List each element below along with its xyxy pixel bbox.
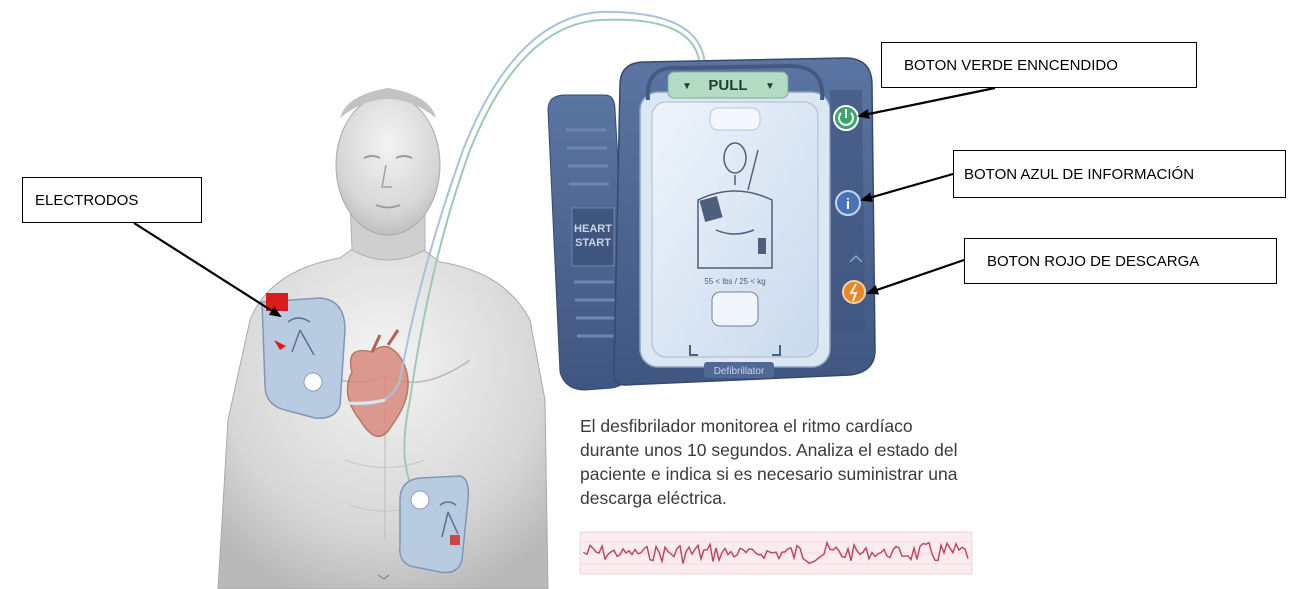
description-text: El desfibrilador monitorea el ritmo card…	[580, 414, 1000, 510]
description-line-3: paciente e indica si es necesario sumini…	[580, 462, 1000, 486]
arrow-info	[862, 174, 953, 200]
power-button[interactable]	[834, 106, 858, 130]
defibrillator: HEART START 55 < lbs / 25 < kg	[548, 58, 875, 390]
description-line-2: durante unos 10 segundos. Analiza el est…	[580, 438, 1000, 462]
info-button[interactable]: i	[836, 191, 860, 215]
arrow-shock	[868, 260, 964, 293]
svg-text:▼: ▼	[765, 81, 775, 92]
pad-caption: 55 < lbs / 25 < kg	[704, 277, 765, 286]
arrow-power	[859, 88, 995, 116]
label-red-button-text: BOTON ROJO DE DESCARGA	[987, 253, 1199, 270]
label-electrodes: ELECTRODOS	[22, 177, 202, 223]
svg-text:▼: ▼	[682, 81, 692, 92]
electrode-pad-lower	[400, 476, 469, 573]
ecg-strip	[580, 532, 972, 574]
arrow-electrodes	[134, 223, 280, 316]
head	[336, 95, 440, 235]
description-line-4: descarga eléctrica.	[580, 486, 1000, 510]
pull-label: PULL	[708, 77, 747, 94]
model-label: Defibrillator	[714, 366, 765, 377]
label-green-button: BOTON VERDE ENNCENDIDO	[881, 42, 1197, 88]
description-line-1: El desfibrilador monitorea el ritmo card…	[580, 414, 1000, 438]
info-icon: i	[846, 196, 850, 213]
label-blue-button-text: BOTON AZUL DE INFORMACIÓN	[964, 166, 1194, 183]
label-green-button-text: BOTON VERDE ENNCENDIDO	[904, 57, 1118, 74]
label-electrodes-text: ELECTRODOS	[35, 192, 138, 209]
brand-line2: START	[575, 237, 611, 249]
label-blue-button: BOTON AZUL DE INFORMACIÓN	[953, 150, 1286, 198]
shock-button[interactable]	[843, 281, 865, 303]
label-red-button: BOTON ROJO DE DESCARGA	[964, 238, 1277, 284]
brand-line1: HEART	[574, 223, 612, 235]
